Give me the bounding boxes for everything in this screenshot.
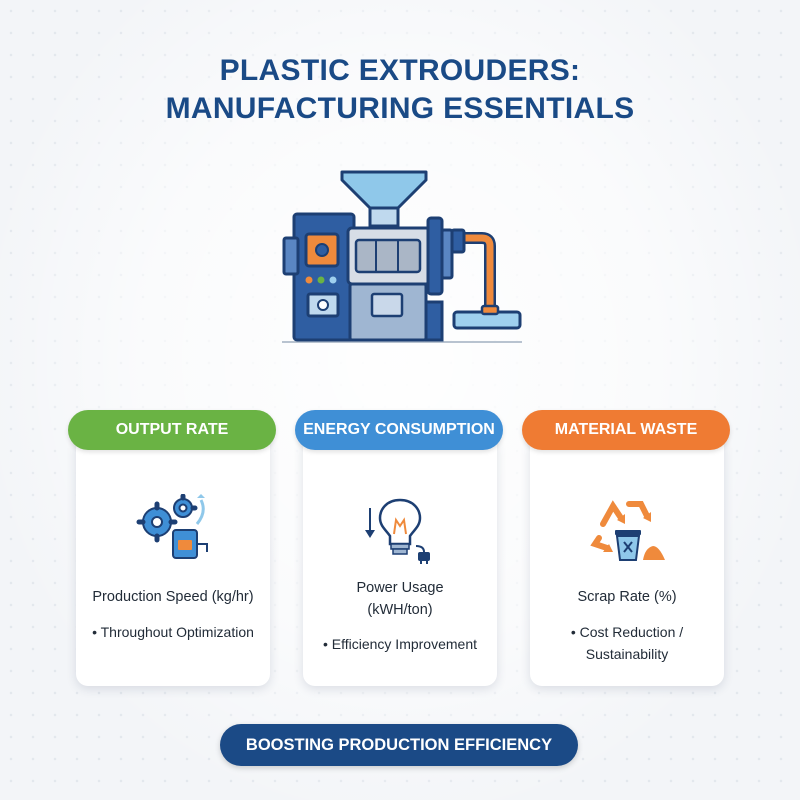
card-energy-consumption: Power Usage (kWH/ton) • Efficiency Impro… [303, 434, 497, 686]
title-line-2: MANUFACTURING ESSENTIALS [165, 92, 635, 125]
footer-banner: BOOSTING PRODUCTION EFFICIENCY [220, 724, 578, 766]
metric-label: Production Speed (kg/hr) [92, 589, 254, 605]
bullet-text: • Cost Reduction / Sustainability [570, 624, 684, 662]
page-title: PLASTIC EXTROUDERS: MANUFACTURING ESSENT… [0, 52, 800, 128]
card-material-waste: Scrap Rate (%) • Cost Reduction / Sustai… [530, 434, 724, 686]
lightbulb-plug-icon [365, 498, 430, 564]
gears-production-icon [136, 494, 208, 559]
title-line-1: PLASTIC EXTROUDERS: [219, 54, 581, 87]
header-output-rate: OUTPUT RATE [68, 410, 276, 450]
bullet-text: • Efficiency Improvement [322, 636, 478, 652]
card-output-rate: Production Speed (kg/hr) • Throughout Op… [76, 434, 270, 686]
header-material-waste: MATERIAL WASTE [522, 410, 730, 450]
recycle-bin-icon [590, 500, 665, 561]
header-energy-consumption: ENERGY CONSUMPTION [295, 410, 503, 450]
bullet-text: • Throughout Optimization [92, 624, 254, 640]
metric-label: Scrap Rate (%) [577, 589, 677, 605]
extruder-machine-illustration [282, 170, 522, 343]
metric-label: Power Usage (kWH/ton) [356, 580, 444, 618]
